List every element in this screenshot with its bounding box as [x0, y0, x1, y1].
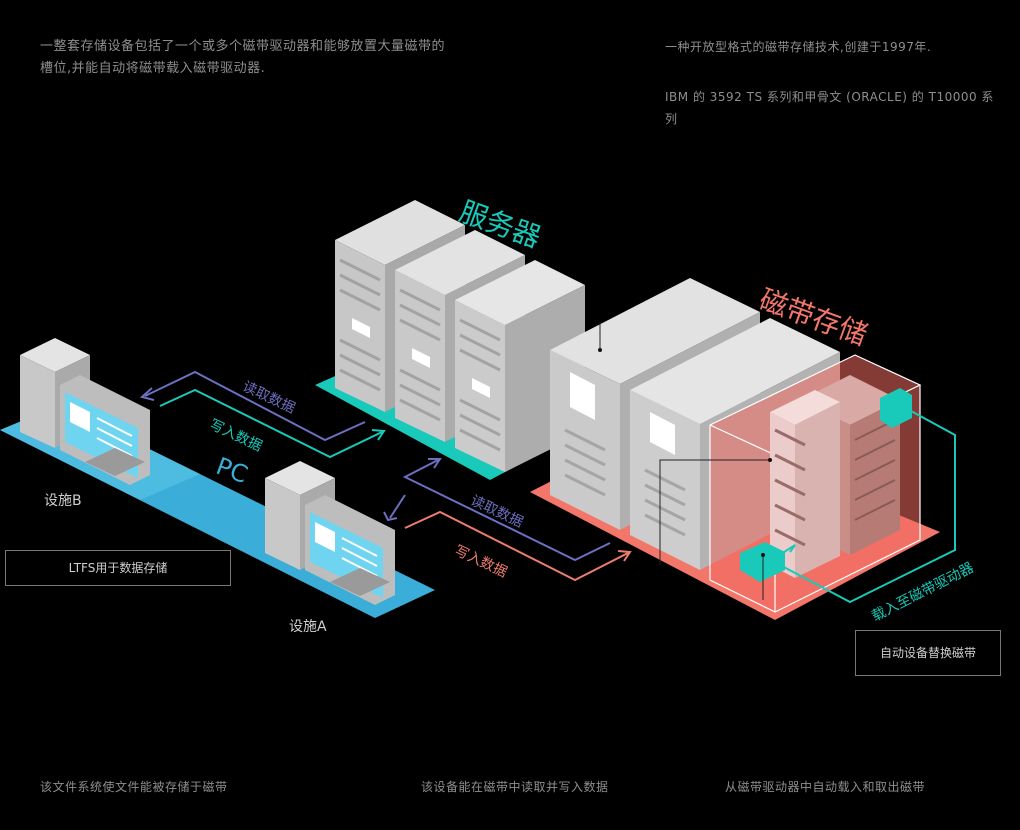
enterprise-description: IBM 的 3592 TS 系列和甲骨文 (ORACLE) 的 T10000 系…	[665, 90, 994, 126]
facility-a-label: 设施A	[289, 619, 327, 635]
lto-description: 一种开放型格式的磁带存储技术,创建于1997年.	[665, 40, 932, 54]
library-description: 一整套存储设备包括了一个或多个磁带驱动器和能够放置大量磁带的槽位,并能自动将磁带…	[40, 39, 446, 76]
tape-drive-top	[880, 388, 912, 428]
bottom-text-drive: 该设备能在磁带中读取并写入数据	[421, 780, 609, 794]
ltfs-callout: LTFS用于数据存储	[5, 550, 231, 586]
bottom-text-library: 从磁带驱动器中自动载入和取出磁带	[725, 780, 926, 794]
write-arrow-1	[159, 388, 383, 459]
auto-replace-callout: 自动设备替换磁带	[855, 630, 1001, 676]
read-arrow-2	[402, 459, 611, 562]
pc-facility-a	[265, 461, 395, 605]
read-arrow-1	[144, 370, 366, 442]
bottom-text-ltfs: 该文件系统使文件能被存储于磁带	[40, 780, 228, 794]
pc-facility-b	[20, 338, 150, 485]
write-arrow-2	[404, 510, 629, 582]
facility-b-label: 设施B	[44, 493, 82, 509]
